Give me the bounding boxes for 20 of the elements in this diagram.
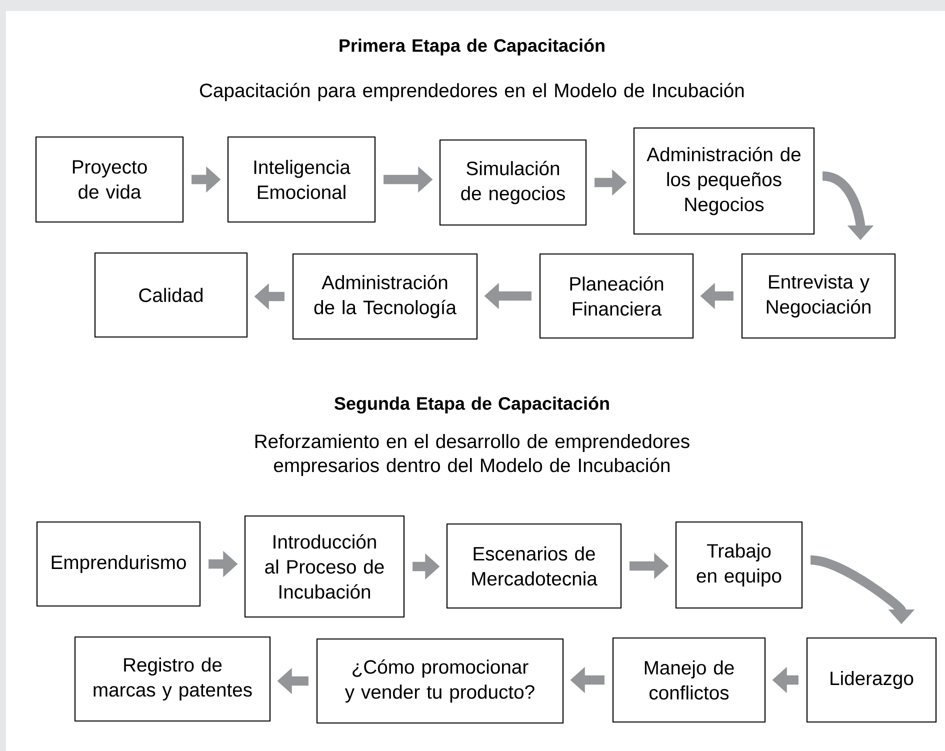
process-box: Inteligencia Emocional: [227, 136, 376, 223]
section-heading: Primera Etapa de Capacitación: [340, 38, 604, 56]
process-box: Escenarios de Mercadotecnia: [446, 523, 622, 609]
section-subtitle: Reforzamiento en el desarrollo de emprendedores empresarios dentro del Modelo de Incubación: [255, 434, 690, 476]
process-box: ¿Cómo promocionar y vender tu producto?: [316, 638, 564, 724]
process-box: Emprendurismo: [36, 521, 201, 607]
section-subtitle: Capacitación para emprendedores en el Modelo de Incubación: [200, 82, 744, 102]
process-box: Simulación de negocios: [439, 139, 587, 226]
process-box: Planeación Financiera: [539, 253, 694, 339]
process-box: Administración de la Tecnología: [292, 253, 478, 340]
process-box: Administración de los pequeños Negocios: [633, 127, 815, 235]
section-heading: Segunda Etapa de Capacitación: [334, 396, 609, 414]
process-box: Liderazgo: [806, 637, 937, 723]
process-box: Introducción al Proceso de Incubación: [244, 515, 405, 618]
process-box: Entrevista y Negociación: [741, 253, 896, 339]
process-box: Registro de marcas y patentes: [74, 636, 271, 722]
process-box: Trabajo en equipo: [675, 521, 803, 609]
process-box: Calidad: [94, 252, 248, 338]
process-box: Proyecto de vida: [35, 136, 184, 223]
process-box: Manejo de conflictos: [612, 637, 766, 723]
